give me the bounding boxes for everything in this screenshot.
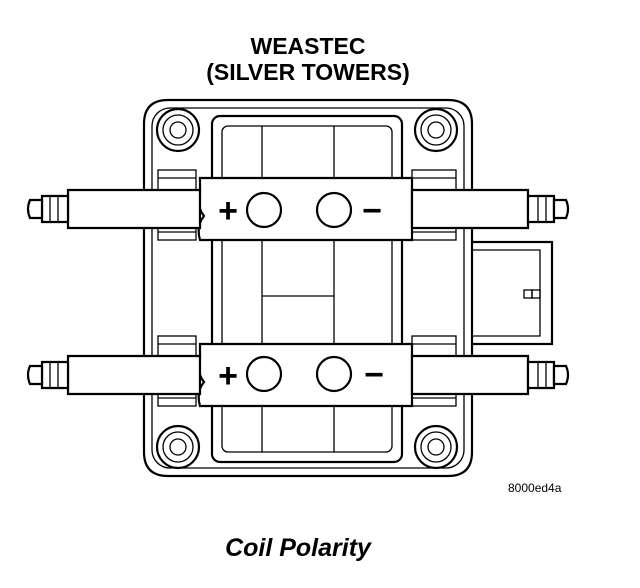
title-line-2: (SILVER TOWERS) bbox=[206, 59, 410, 85]
mounting-boss-top-right bbox=[413, 107, 459, 153]
terminal-top-right bbox=[410, 188, 570, 230]
coil-pack-body bbox=[142, 98, 474, 478]
polarity-top-left: + bbox=[218, 192, 238, 230]
mounting-boss-bottom-right bbox=[413, 424, 459, 470]
terminal-bottom-right bbox=[410, 354, 570, 396]
polarity-bottom-right: − bbox=[364, 356, 384, 394]
reference-code: 8000ed4a bbox=[508, 481, 562, 495]
electrical-connector bbox=[466, 240, 554, 346]
mounting-boss-bottom-left bbox=[155, 424, 201, 470]
title-line-1: WEASTEC bbox=[251, 33, 366, 59]
mounting-boss-top-left bbox=[155, 107, 201, 153]
polarity-bottom-left: + bbox=[218, 357, 238, 395]
contact-top-right bbox=[315, 191, 353, 229]
contact-top-left bbox=[245, 191, 283, 229]
terminal-top-left bbox=[26, 188, 202, 230]
terminal-bottom-left bbox=[26, 354, 202, 396]
contact-bottom-left bbox=[245, 355, 283, 393]
caption: Coil Polarity bbox=[225, 534, 372, 562]
contact-bottom-right bbox=[315, 355, 353, 393]
polarity-top-right: − bbox=[362, 192, 382, 230]
